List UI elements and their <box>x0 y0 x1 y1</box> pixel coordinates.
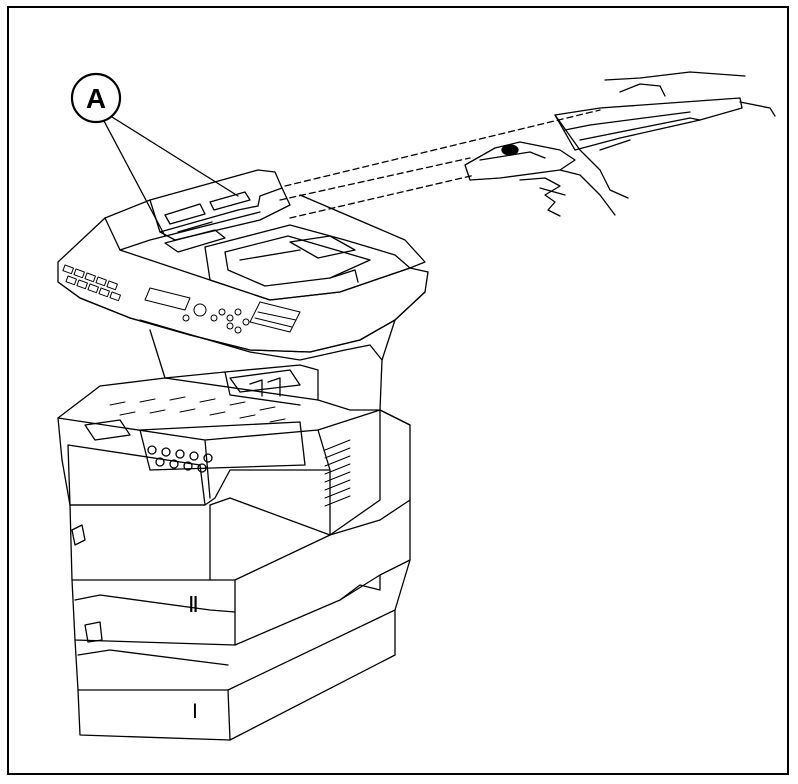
callout-label: A <box>86 83 106 114</box>
paper-tray-1: Ⅱ <box>71 499 411 646</box>
tray-2-numeral: Ⅰ <box>192 701 198 723</box>
paper-tray-2: Ⅰ <box>74 559 411 741</box>
door-handle <box>71 524 86 546</box>
lcd-display <box>144 287 191 311</box>
hand-holding-part <box>464 141 616 217</box>
vent-grill <box>324 439 351 507</box>
tray-1-numeral: Ⅱ <box>188 592 199 617</box>
printer-output-section <box>149 319 411 426</box>
panel-buttons <box>147 445 213 473</box>
top-display <box>84 419 131 441</box>
callout-leader-line-1 <box>111 116 239 197</box>
control-panel <box>62 264 301 334</box>
insertion-guide-lines <box>279 109 601 219</box>
scanner-body <box>57 217 429 361</box>
document-tray <box>554 97 743 151</box>
figure-frame <box>7 6 789 775</box>
feeder-part <box>464 141 576 181</box>
callout-a <box>70 72 239 237</box>
hand-holding-tray <box>554 71 776 199</box>
document-feeder <box>104 169 426 301</box>
top-texture <box>109 396 286 423</box>
printer-body <box>57 377 411 581</box>
keypad <box>249 301 301 333</box>
